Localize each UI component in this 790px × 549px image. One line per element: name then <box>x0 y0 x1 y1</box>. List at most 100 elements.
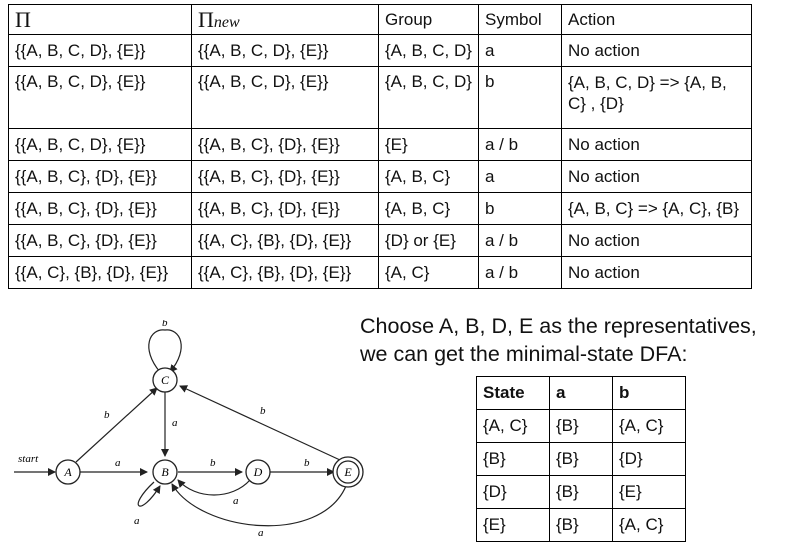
explanation-text: Choose A, B, D, E as the representatives… <box>360 312 788 368</box>
cell-action: No action <box>561 224 752 257</box>
table-row: {B} {B} {D} <box>476 442 686 476</box>
cell-pi-new: {{A, B, C}, {D}, {E}} <box>191 160 379 193</box>
minimal-dfa-table: State a b {A, C} {B} {A, C} {B} {B} {D} … <box>476 376 686 542</box>
table-row: {{A, B, C, D}, {E}} {{A, B, C}, {D}, {E}… <box>8 128 752 161</box>
edge-label-d-to-e: b <box>304 457 310 469</box>
cell-pi-new: {{A, B, C, D}, {E}} <box>191 34 379 67</box>
cell-action: No action <box>561 256 752 289</box>
cell-pi-new: {{A, B, C, D}, {E}} <box>191 66 379 129</box>
table-row: {{A, B, C}, {D}, {E}} {{A, B, C}, {D}, {… <box>8 192 752 225</box>
edge-d-to-b <box>177 479 251 496</box>
pi-new-subscript: new <box>213 13 240 31</box>
cell-symbol: a / b <box>478 224 562 257</box>
cell-symbol: a <box>478 34 562 67</box>
header-action: Action <box>561 4 752 35</box>
cell-pi: {{A, B, C, D}, {E}} <box>8 128 192 161</box>
cell-pi: {{A, B, C, D}, {E}} <box>8 34 192 67</box>
dfa-cell-state: {A, C} <box>476 409 550 443</box>
dfa-cell-a: {B} <box>549 442 613 476</box>
dfa-header-a: a <box>549 376 613 410</box>
cell-pi: {{A, B, C}, {D}, {E}} <box>8 224 192 257</box>
dfa-header-b: b <box>612 376 686 410</box>
cell-pi-new: {{A, B, C}, {D}, {E}} <box>191 128 379 161</box>
state-d: D <box>245 459 271 485</box>
cell-action: No action <box>561 160 752 193</box>
cell-pi: {{A, C}, {B}, {D}, {E}} <box>8 256 192 289</box>
dfa-cell-a: {B} <box>549 508 613 542</box>
table-row: {{A, B, C}, {D}, {E}} {{A, C}, {B}, {D},… <box>8 224 752 257</box>
edge-c-self <box>148 329 182 373</box>
explanation-line-2: we can get the minimal-state DFA: <box>360 342 688 366</box>
header-symbol: Symbol <box>478 4 562 35</box>
table-row: {A, C} {B} {A, C} <box>476 409 686 443</box>
state-a: A <box>55 459 81 485</box>
header-group: Group <box>378 4 479 35</box>
partition-header-row: Π Πnew Group Symbol Action <box>8 4 752 35</box>
edge-b-self <box>137 481 161 507</box>
cell-group: {A, B, C} <box>378 160 479 193</box>
dfa-cell-b: {A, C} <box>612 508 686 542</box>
edge-label-a-to-c: b <box>104 409 110 421</box>
dfa-cell-b: {D} <box>612 442 686 476</box>
cell-pi: {{A, B, C}, {D}, {E}} <box>8 192 192 225</box>
cell-symbol: b <box>478 192 562 225</box>
cell-action: {A, B, C, D} => {A, B, C} , {D} <box>561 66 752 129</box>
state-b: B <box>152 459 178 485</box>
edge-e-to-b <box>171 483 347 527</box>
cell-action: No action <box>561 128 752 161</box>
cell-pi: {{A, B, C, D}, {E}} <box>8 66 192 129</box>
table-row: {{A, C}, {B}, {D}, {E}} {{A, C}, {B}, {D… <box>8 256 752 289</box>
state-c-label: C <box>161 373 170 387</box>
edge-label-c-self: b <box>162 320 168 329</box>
edge-label-b-self: a <box>134 515 140 527</box>
dfa-cell-state: {E} <box>476 508 550 542</box>
header-pi-new: Πnew <box>191 4 379 35</box>
dfa-cell-b: {A, C} <box>612 409 686 443</box>
cell-pi-new: {{A, C}, {B}, {D}, {E}} <box>191 224 379 257</box>
cell-pi: {{A, B, C}, {D}, {E}} <box>8 160 192 193</box>
state-e-label: E <box>343 465 352 479</box>
table-row: {D} {B} {E} <box>476 475 686 509</box>
cell-group: {E} <box>378 128 479 161</box>
edge-label-a-to-b: a <box>115 457 121 469</box>
edge-e-to-c <box>179 385 341 461</box>
table-row: {{A, B, C}, {D}, {E}} {{A, B, C}, {D}, {… <box>8 160 752 193</box>
table-row: {{A, B, C, D}, {E}} {{A, B, C, D}, {E}} … <box>8 66 752 129</box>
dfa-diagram: start b b a b a b b a a a A B <box>14 320 364 539</box>
cell-pi-new: {{A, B, C}, {D}, {E}} <box>191 192 379 225</box>
cell-group: {A, B, C, D} <box>378 66 479 129</box>
edge-label-b-to-d: b <box>210 457 216 469</box>
dfa-cell-a: {B} <box>549 475 613 509</box>
dfa-header-row: State a b <box>476 376 686 410</box>
state-c: C <box>152 367 178 393</box>
cell-action: {A, B, C} => {A, C}, {B} <box>561 192 752 225</box>
cell-symbol: b <box>478 66 562 129</box>
cell-group: {D} or {E} <box>378 224 479 257</box>
explanation-line-1: Choose A, B, D, E as the representatives… <box>360 314 757 338</box>
state-e-accepting: E <box>332 456 364 488</box>
state-b-label: B <box>161 465 169 479</box>
cell-symbol: a <box>478 160 562 193</box>
cell-symbol: a / b <box>478 128 562 161</box>
cell-symbol: a / b <box>478 256 562 289</box>
cell-group: {A, B, C, D} <box>378 34 479 67</box>
cell-group: {A, B, C} <box>378 192 479 225</box>
dfa-header-state: State <box>476 376 550 410</box>
cell-action: No action <box>561 34 752 67</box>
partition-refinement-table: Π Πnew Group Symbol Action {{A, B, C, D}… <box>8 4 752 289</box>
header-pi: Π <box>8 4 192 35</box>
state-a-label: A <box>63 465 72 479</box>
cell-group: {A, C} <box>378 256 479 289</box>
edge-label-c-to-b: a <box>172 417 178 429</box>
edge-a-to-c <box>75 387 158 463</box>
cell-pi-new: {{A, C}, {B}, {D}, {E}} <box>191 256 379 289</box>
dfa-cell-b: {E} <box>612 475 686 509</box>
start-label: start <box>18 453 39 465</box>
edge-label-e-to-c: b <box>260 405 266 417</box>
table-row: {{A, B, C, D}, {E}} {{A, B, C, D}, {E}} … <box>8 34 752 67</box>
table-row: {E} {B} {A, C} <box>476 508 686 542</box>
dfa-cell-state: {D} <box>476 475 550 509</box>
edge-label-e-to-b: a <box>258 527 264 539</box>
edge-label-d-to-b: a <box>233 495 239 507</box>
